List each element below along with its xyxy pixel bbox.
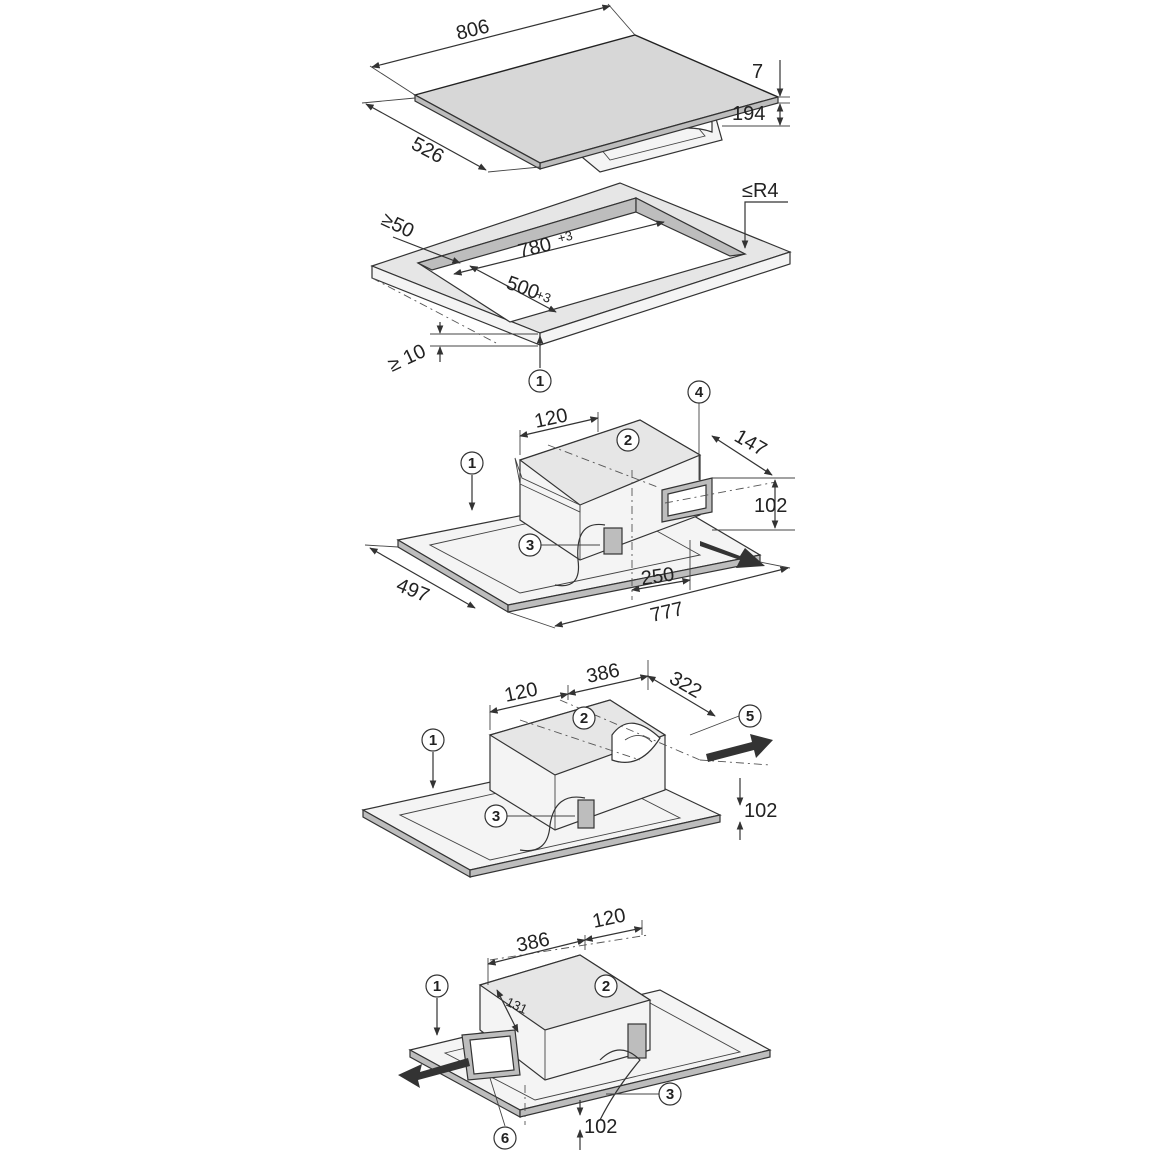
dim-line-386-5 — [487, 938, 586, 966]
dim-line-120-3 — [519, 416, 599, 438]
dim-line-322 — [647, 675, 716, 717]
dim-worktop-min: ≥ 10 — [385, 340, 429, 376]
dim-322: 322 — [666, 667, 706, 703]
callout-1-d3-label: 1 — [468, 455, 476, 472]
dim-102-3: 102 — [754, 495, 787, 517]
callout-2-d3-label: 2 — [624, 432, 632, 449]
dim-120-5: 120 — [590, 904, 627, 932]
callout-1-d4-label: 1 — [429, 732, 437, 749]
duct-rear-diagram: 120 386 322 102 1 2 3 5 — [361, 659, 777, 879]
callout-1 — [528, 369, 552, 393]
callout-5-d4-label: 5 — [746, 708, 754, 725]
round-duct-5 — [611, 722, 661, 763]
callout-2-d3 — [616, 428, 640, 452]
duct-front-diagram: 386 120 131 102 1 2 3 6 — [398, 904, 772, 1150]
dim-line-777 — [554, 566, 789, 628]
dim-526: 526 — [408, 133, 448, 168]
dim-777: 777 — [648, 598, 685, 627]
dim-386-5: 386 — [514, 928, 551, 956]
dim-806: 806 — [454, 15, 492, 44]
dim-102-4: 102 — [744, 800, 777, 822]
dim-line-min-edge — [392, 236, 461, 264]
dim-194: 194 — [732, 103, 765, 125]
airflow-arrow-3 — [700, 541, 765, 568]
cable-clip-3 — [603, 527, 623, 555]
callout-2-d4 — [572, 706, 596, 730]
callout-1-d4 — [421, 728, 445, 752]
dim-102-5: 102 — [584, 1116, 617, 1138]
hob-glass-top — [413, 34, 781, 164]
dim-line-780 — [453, 220, 665, 276]
callout-3-d5 — [658, 1082, 682, 1106]
callout-3-d4-label: 3 — [492, 808, 500, 825]
callout-4-d3 — [687, 380, 711, 404]
dim-line-500 — [469, 265, 557, 313]
callout-5-d4 — [738, 704, 762, 728]
callout-3-d4 — [484, 804, 508, 828]
cable-clip-4 — [577, 799, 595, 829]
dim-500-tol: +3 — [534, 287, 553, 306]
callout-2-d4-label: 2 — [580, 710, 588, 727]
dim-line-131 — [496, 989, 519, 1033]
dim-147: 147 — [731, 425, 771, 461]
dim-7: 7 — [752, 61, 763, 83]
dim-line-120-4 — [489, 692, 569, 714]
callout-3-d3-label: 3 — [526, 537, 534, 554]
airflow-arrow-4 — [706, 734, 773, 762]
callout-1-d3 — [460, 451, 484, 475]
power-cable-4 — [519, 796, 586, 852]
power-cable-5 — [599, 1049, 641, 1121]
callout-3-d3 — [518, 533, 542, 557]
dim-line-radius — [741, 201, 788, 249]
dim-250: 250 — [640, 564, 676, 590]
callout-1-label: 1 — [536, 373, 544, 390]
dim-line-497 — [369, 547, 476, 609]
dim-120-4: 120 — [502, 678, 539, 706]
callout-1-d5 — [425, 974, 449, 998]
dim-line-526 — [365, 103, 487, 171]
duct-side-diagram: 120 147 102 250 777 497 1 2 3 4 — [364, 380, 795, 629]
dim-line-120-5 — [584, 926, 643, 942]
hob-diagram: 806 526 7 194 — [361, 3, 790, 173]
dim-line-806 — [371, 4, 611, 69]
dim-497: 497 — [393, 574, 432, 607]
callout-3-d5-label: 3 — [666, 1086, 674, 1103]
dim-line-147 — [711, 435, 773, 476]
dim-min-edge: ≥50 — [378, 209, 417, 243]
dim-line-386-4 — [567, 674, 649, 696]
dim-780-tol: +3 — [556, 228, 574, 246]
callout-1-d5-label: 1 — [433, 978, 441, 995]
callout-6-d5-label: 6 — [501, 1130, 509, 1147]
cutout-diagram: ≥50 780 +3 500 +3 ≤R4 ≥ 10 1 — [370, 180, 792, 393]
callout-2-d5-label: 2 — [602, 978, 610, 995]
dim-radius: ≤R4 — [742, 180, 779, 202]
dim-120-3: 120 — [532, 404, 569, 432]
callout-4-d3-label: 4 — [695, 384, 704, 401]
airflow-arrow-5 — [398, 1058, 470, 1088]
callout-2-d5 — [594, 974, 618, 998]
callout-6-d5 — [493, 1126, 517, 1150]
